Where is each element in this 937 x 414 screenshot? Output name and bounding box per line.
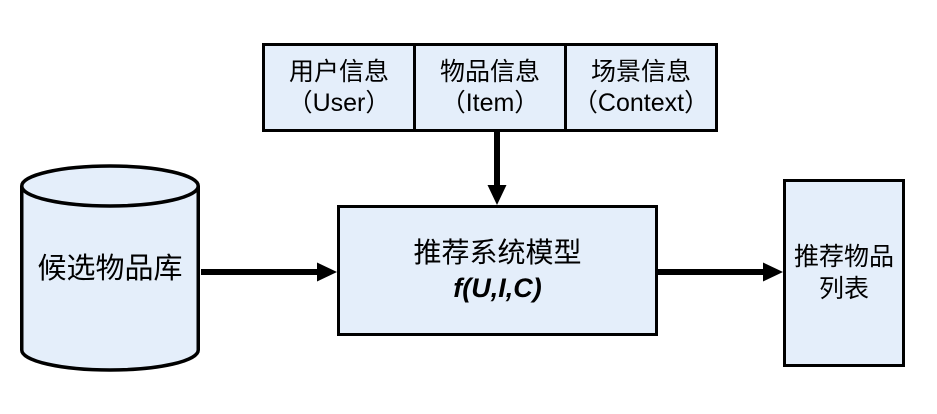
arrow-inputs-to-model-icon — [487, 132, 507, 205]
arrow-pool-to-model-icon — [201, 262, 337, 282]
output-label-line2: 列表 — [818, 275, 869, 303]
input-cell-context-zh: 场景信息 — [590, 58, 691, 86]
input-cell-item: 物品信息 （Item） — [413, 46, 564, 129]
input-cell-item-zh: 物品信息 — [439, 58, 540, 86]
model-title: 推荐系统模型 — [413, 236, 582, 268]
model-formula: f(U,I,C) — [453, 273, 542, 304]
output-box: 推荐物品 列表 — [783, 179, 905, 367]
arrow-model-to-output-icon — [658, 262, 783, 282]
candidate-pool-label: 候选物品库 — [37, 253, 183, 285]
input-info-box: 用户信息 （User） 物品信息 （Item） 场景信息 （Context） — [262, 43, 718, 132]
input-cell-item-en: （Item） — [440, 88, 540, 117]
model-box: 推荐系统模型 f(U,I,C) — [337, 205, 658, 336]
output-label-line1: 推荐物品 — [793, 242, 894, 271]
input-cell-user-en: （User） — [287, 88, 391, 117]
input-cell-user: 用户信息 （User） — [265, 46, 413, 129]
input-cell-context-en: （Context） — [572, 88, 710, 117]
input-cell-context: 场景信息 （Context） — [564, 46, 715, 129]
candidate-pool-cylinder — [20, 164, 200, 372]
input-cell-user-zh: 用户信息 — [288, 58, 389, 86]
